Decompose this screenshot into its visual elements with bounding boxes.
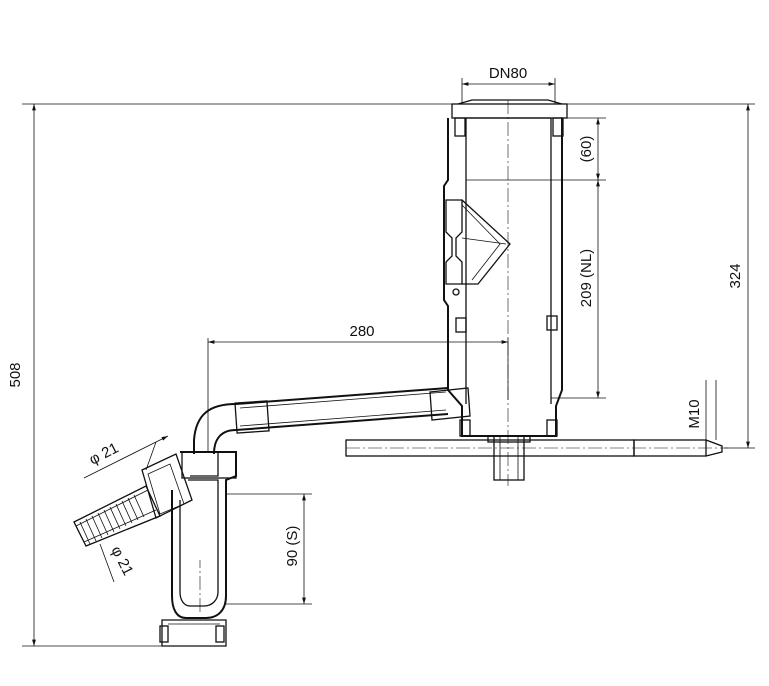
dim-top-height: 324 [727, 263, 744, 288]
vertical-pipe-body [443, 99, 568, 481]
center-axes [199, 100, 509, 612]
horizontal-pipe [234, 387, 471, 434]
dim-inlet-dia-upper: φ 21 [86, 439, 121, 468]
elbow-and-trap [141, 403, 237, 647]
dim-thread: M10 [686, 399, 703, 428]
dim-inlet-dia-lower: φ 21 [107, 543, 136, 578]
dim-overall-height: 508 [7, 362, 24, 387]
dim-horizontal: 280 [349, 323, 374, 340]
dim-trap-seal: 90 (S) [284, 526, 301, 567]
dimension-lines [22, 78, 755, 647]
dim-dn80: DN80 [489, 65, 527, 82]
dim-collar: (60) [578, 136, 595, 163]
dim-nominal: 209 (NL) [578, 249, 595, 307]
ribbed-hose [73, 485, 161, 547]
base-plate [345, 439, 728, 457]
